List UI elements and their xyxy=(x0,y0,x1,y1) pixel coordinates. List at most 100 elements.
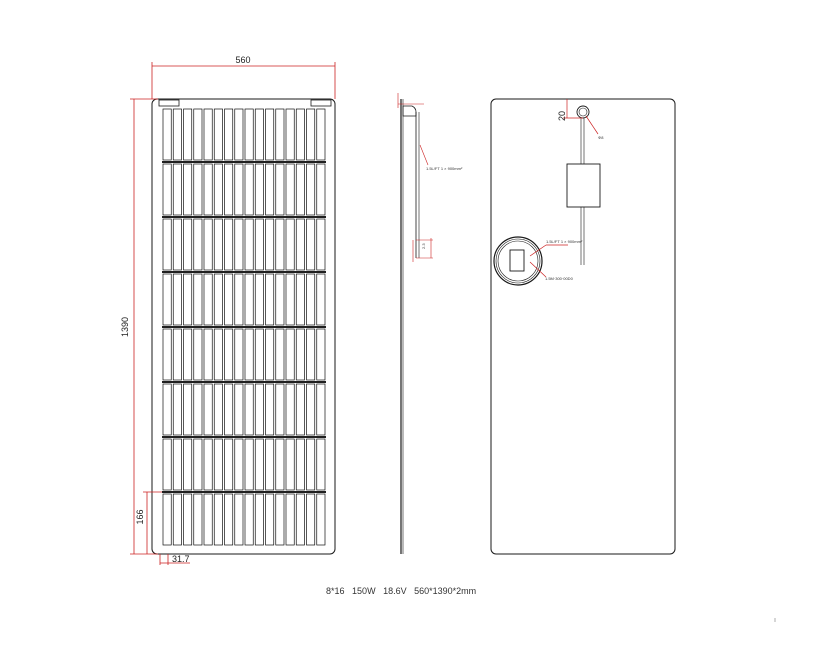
solar-cell xyxy=(316,328,326,381)
solar-cell xyxy=(285,218,295,271)
solar-cell xyxy=(316,438,326,491)
top-right-tab xyxy=(310,99,332,107)
solar-cell xyxy=(254,273,264,326)
mounting-hole-inner xyxy=(578,107,588,117)
solar-cell xyxy=(203,438,213,491)
side-junction-note: 2.3 xyxy=(421,243,426,249)
solar-cell xyxy=(172,493,182,546)
solar-cell xyxy=(172,108,182,161)
solar-cell xyxy=(183,273,193,326)
solar-cell xyxy=(213,218,223,271)
solar-cell xyxy=(316,163,326,216)
solar-cell xyxy=(275,163,285,216)
solar-cell xyxy=(224,438,234,491)
solar-cell xyxy=(193,108,203,161)
solar-cell xyxy=(172,438,182,491)
solar-cell xyxy=(244,383,254,436)
solar-cell xyxy=(285,493,295,546)
solar-cell xyxy=(285,273,295,326)
solar-cell xyxy=(193,438,203,491)
back-junction-box xyxy=(566,163,601,208)
solar-cell xyxy=(254,328,264,381)
solar-cell xyxy=(285,328,295,381)
solar-cell xyxy=(183,328,193,381)
front-panel-outline xyxy=(151,98,336,555)
solar-cell xyxy=(213,273,223,326)
solar-cell xyxy=(162,493,172,546)
solar-cell xyxy=(275,438,285,491)
solar-cell xyxy=(285,108,295,161)
solar-cell xyxy=(193,163,203,216)
solar-cell xyxy=(203,328,213,381)
solar-cell xyxy=(285,383,295,436)
solar-cell xyxy=(193,328,203,381)
solar-cell xyxy=(295,218,305,271)
height-dimension xyxy=(130,98,158,555)
solar-cell xyxy=(254,108,264,161)
solar-cell xyxy=(183,493,193,546)
solar-cell xyxy=(265,383,275,436)
solar-cell xyxy=(265,108,275,161)
front-view: 560 1390 166 31.7 xyxy=(120,55,336,565)
solar-cell xyxy=(234,273,244,326)
cell-height-dimension xyxy=(143,491,162,554)
solar-cell xyxy=(295,438,305,491)
solar-cell xyxy=(224,383,234,436)
solar-cell xyxy=(306,108,316,161)
back-view: 20 Φ8 1.5L/FT 1 × 900mm² 1.5M·300·00D0 xyxy=(490,98,676,555)
solar-cell xyxy=(254,383,264,436)
solar-cell xyxy=(244,328,254,381)
solar-cell xyxy=(193,218,203,271)
solar-cell xyxy=(306,218,316,271)
hole-note: Φ8 xyxy=(598,135,604,140)
solar-cell xyxy=(203,218,213,271)
solar-cell xyxy=(306,438,316,491)
solar-cell xyxy=(162,438,172,491)
solar-cell xyxy=(162,108,172,161)
solar-cell xyxy=(295,383,305,436)
solar-cell xyxy=(275,328,285,381)
solar-cell xyxy=(183,108,193,161)
solar-cell xyxy=(295,328,305,381)
back-dimension-lines xyxy=(529,99,599,278)
solar-cell xyxy=(316,273,326,326)
solar-cell xyxy=(265,218,275,271)
top-left-tab xyxy=(158,99,180,107)
solar-cell xyxy=(193,273,203,326)
solar-cell xyxy=(275,108,285,161)
solar-cell xyxy=(234,218,244,271)
solar-cell xyxy=(172,163,182,216)
solar-cell xyxy=(244,108,254,161)
solar-cell xyxy=(285,163,295,216)
solar-cell xyxy=(265,273,275,326)
solar-cell xyxy=(234,108,244,161)
solar-cell xyxy=(224,493,234,546)
solar-cell xyxy=(172,273,182,326)
solar-cell xyxy=(244,493,254,546)
solar-cell xyxy=(265,493,275,546)
offset-label: 20 xyxy=(557,111,567,121)
solar-cell xyxy=(224,108,234,161)
solar-cell xyxy=(244,218,254,271)
solar-cell xyxy=(306,163,316,216)
spec-size: 560*1390*2mm xyxy=(414,586,477,596)
solar-cell xyxy=(306,273,316,326)
solar-cell xyxy=(224,163,234,216)
solar-cell xyxy=(234,493,244,546)
solar-cell xyxy=(275,218,285,271)
spec-line: 8*16 150W 18.6V 560*1390*2mm xyxy=(326,586,476,596)
solar-cell xyxy=(193,383,203,436)
solar-cell xyxy=(162,328,172,381)
solar-cell xyxy=(224,218,234,271)
side-cable-note: 1.5L/FT 1 × 900mm² xyxy=(426,166,463,171)
solar-cell xyxy=(162,273,172,326)
solar-cell xyxy=(244,273,254,326)
height-label: 1390 xyxy=(120,317,130,337)
solar-cell xyxy=(306,383,316,436)
box-note: 1.5L/FT 1 × 900mm² xyxy=(546,239,583,244)
solar-cell xyxy=(234,383,244,436)
connector-note: 1.5M·300·00D0 xyxy=(545,276,574,281)
solar-cell xyxy=(316,383,326,436)
solar-cell xyxy=(254,163,264,216)
solar-cell xyxy=(203,493,213,546)
